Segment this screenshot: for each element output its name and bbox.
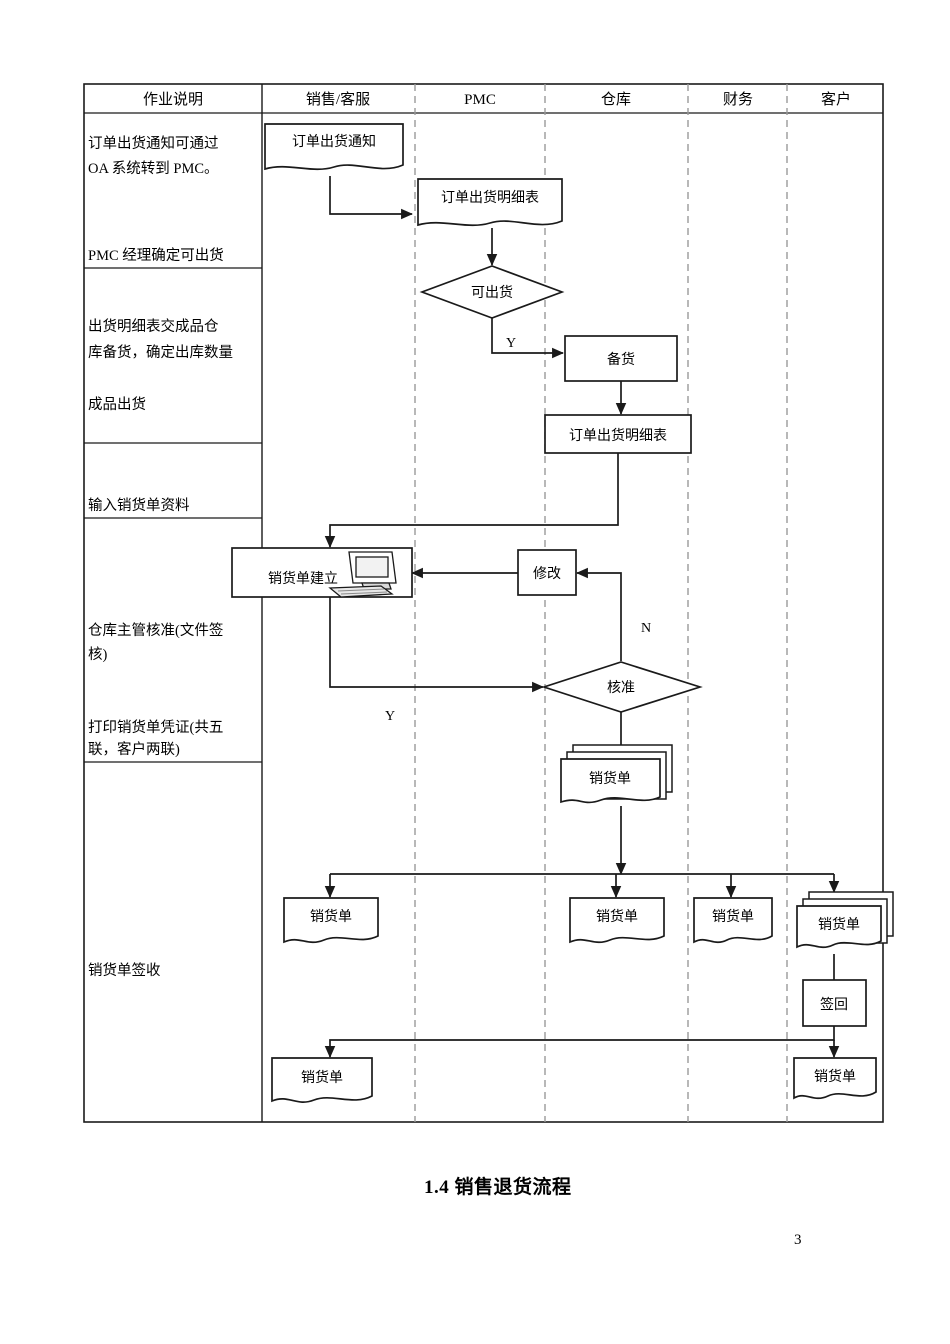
node-label: 销货单 [596,908,638,925]
node-label: 订单出货通知 [292,133,376,150]
node-shipment-detail-warehouse[interactable]: 订单出货明细表 [544,414,692,454]
node-modify[interactable]: 修改 [517,549,577,596]
description-item-4: 成品出货 [84,396,262,444]
node-order-shipment-detail[interactable]: 订单出货明细表 [417,178,563,227]
node-label: 可出货 [471,284,513,301]
node-order-shipment-notice[interactable]: 订单出货通知 [264,123,404,171]
description-line: OA 系统转到 PMC。 [88,160,219,177]
node-sales-order-stack-customer[interactable]: 销货单 [796,891,894,949]
node-sales-order-copy-finance[interactable]: 销货单 [693,897,773,944]
node-label: 签回 [820,996,848,1013]
node-label: 销货单 [301,1069,343,1086]
description-item-7: 打印销货单凭证(共五 联，客户两联) [84,719,262,763]
connector-decision-yes-to-stock [491,318,564,359]
connector-create-to-approve [329,597,544,693]
description-line: 销货单签收 [88,962,161,979]
computer-icon [328,551,397,598]
node-approve-decision[interactable]: 核准 [541,661,703,713]
connector-detail2-to-create [324,451,619,548]
figure-caption: 1.4 销售退货流程 [424,1177,572,1198]
description-line: 成品出货 [88,396,146,413]
node-sales-order-copy-warehouse[interactable]: 销货单 [569,897,665,944]
description-line: 联，客户两联) [88,741,180,758]
description-line: PMC 经理确定可出货 [88,247,224,264]
column-header-finance: 财务 [723,91,753,108]
node-create-sales-order[interactable]: 销货单建立 [231,547,413,598]
column-header-customer: 客户 [821,91,851,108]
connector-notice-to-detail [329,176,413,220]
description-item-1: 订单出货通知可通过 OA 系统转到 PMC。 [88,135,219,177]
description-column: 订单出货通知可通过 OA 系统转到 PMC。 PMC 经理确定可出货 出货明细表… [84,135,262,979]
connector-approve-no-to-modify [576,567,622,661]
column-header-sales: 销售/客服 [306,91,370,108]
connectors [324,176,840,1058]
description-line: 核) [88,646,107,663]
node-label: 销货单 [712,908,754,925]
description-line: 订单出货通知可通过 [88,135,219,152]
description-line: 库备货，确定出库数量 [88,344,233,361]
table-header-row: 作业说明 销售/客服 PMC 仓库 财务 客户 [143,91,851,108]
description-line: 仓库主管核准(文件签 [88,622,223,639]
description-item-3: 出货明细表交成品仓 库备货，确定出库数量 [88,317,233,361]
description-line: 输入销货单资料 [88,497,190,514]
column-header-warehouse: 仓库 [601,91,631,108]
description-item-5: 输入销货单资料 [84,497,262,519]
description-item-8: 销货单签收 [88,962,161,979]
edge-labels: Y N Y [385,336,651,724]
node-prepare-goods[interactable]: 备货 [564,335,678,382]
page-number: 3 [794,1232,802,1248]
description-line: 打印销货单凭证(共五 [88,719,223,736]
node-sales-order-returned-customer[interactable]: 销货单 [793,1057,877,1100]
node-label: 销货单 [818,916,860,933]
node-label: 销货单 [814,1068,856,1085]
table-frame [83,83,884,1123]
edge-label-yes-can-ship: Y [506,336,516,351]
node-label: 销货单 [589,770,631,787]
node-label: 订单出货明细表 [441,189,539,206]
connector-signback-to-sales-copy [324,1026,835,1058]
node-sales-order-returned-sales[interactable]: 销货单 [271,1057,373,1103]
node-label: 核准 [607,680,635,696]
column-header-pmc: PMC [464,92,496,108]
description-item-2: PMC 经理确定可出货 [84,247,262,269]
node-can-ship-decision[interactable]: 可出货 [419,265,565,319]
node-sign-back[interactable]: 签回 [802,979,867,1027]
description-line: 出货明细表交成品仓 [88,317,219,335]
node-sales-order-stack[interactable]: 销货单 [560,744,673,804]
node-label: 备货 [607,351,635,368]
node-label: 销货单 [310,908,352,925]
node-label: 销货单建立 [268,570,338,587]
node-label: 修改 [533,566,561,582]
node-sales-order-copy-sales[interactable]: 销货单 [283,897,379,944]
description-item-6: 仓库主管核准(文件签 核) [88,622,223,663]
column-header-desc: 作业说明 [143,91,203,108]
edge-label-no-approve: N [641,621,651,636]
node-label: 订单出货明细表 [569,427,667,444]
edge-label-yes-approve: Y [385,709,395,724]
